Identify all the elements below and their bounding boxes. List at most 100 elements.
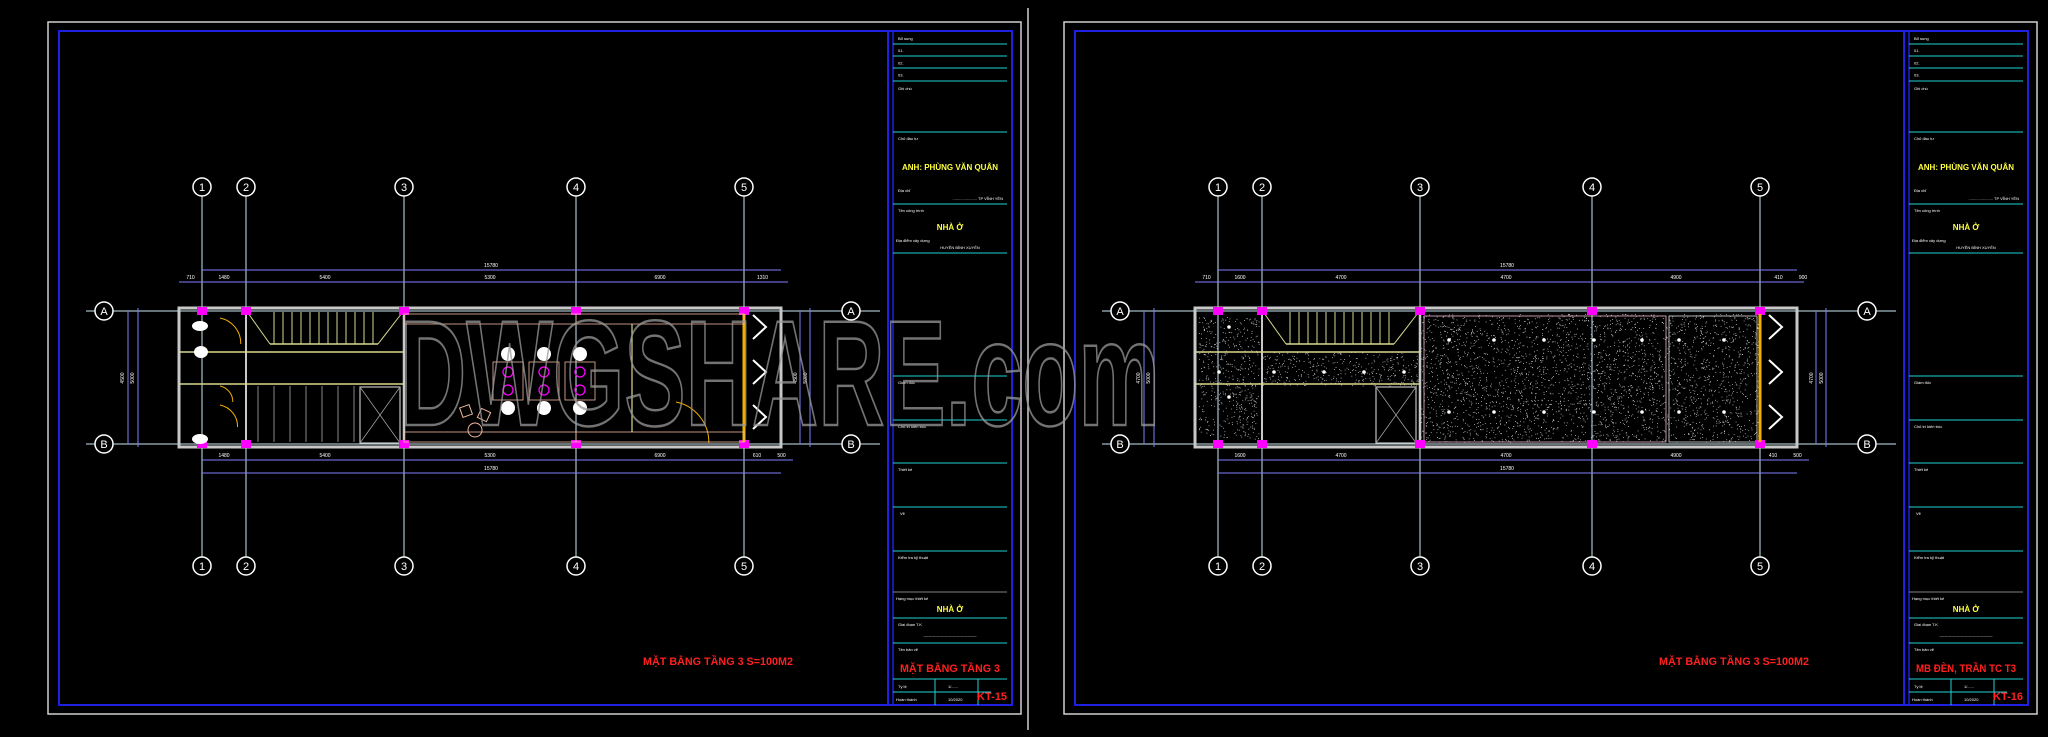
dim-bottom-value: 4900 bbox=[1670, 453, 1681, 459]
speckle-dot bbox=[1412, 381, 1414, 383]
speckle-dot bbox=[1745, 343, 1747, 345]
speckle-dot bbox=[1469, 386, 1471, 388]
speckle-dot bbox=[1245, 385, 1247, 387]
speckle-dot bbox=[1620, 322, 1622, 324]
speckle-dot bbox=[1223, 410, 1224, 412]
speckle-dot bbox=[1754, 391, 1756, 392]
axis-bubble-2 bbox=[236, 556, 256, 576]
speckle-dot bbox=[1247, 355, 1249, 357]
speckle-dot bbox=[1692, 434, 1693, 436]
speckle-dot bbox=[1751, 429, 1753, 431]
speckle-dot bbox=[1568, 334, 1570, 336]
speckle-dot bbox=[1423, 411, 1424, 413]
speckle-dot bbox=[1699, 335, 1701, 336]
speckle-dot bbox=[1660, 361, 1662, 363]
category-value: NHÀ Ở bbox=[937, 605, 964, 614]
speckle-dot bbox=[1468, 371, 1470, 373]
speckle-dot bbox=[1477, 422, 1479, 424]
speckle-dot bbox=[1540, 373, 1542, 375]
speckle-dot bbox=[1433, 393, 1434, 395]
speckle-dot bbox=[1546, 356, 1548, 358]
speckle-dot bbox=[1533, 400, 1535, 402]
speckle-dot bbox=[1597, 373, 1599, 375]
speckle-dot bbox=[1202, 350, 1204, 352]
speckle-dot bbox=[1518, 383, 1519, 385]
speckle-dot bbox=[1588, 406, 1590, 408]
speckle-dot bbox=[1754, 354, 1756, 356]
speckle-dot bbox=[1235, 387, 1237, 389]
axis-label: 5 bbox=[741, 182, 747, 194]
speckle-dot bbox=[1239, 322, 1241, 324]
speckle-dot bbox=[1574, 385, 1576, 387]
speckle-dot bbox=[1449, 436, 1451, 437]
speckle-dot bbox=[1435, 410, 1437, 412]
speckle-dot bbox=[1494, 395, 1496, 397]
speckle-dot bbox=[1558, 354, 1560, 356]
speckle-dot bbox=[1717, 436, 1718, 438]
speckle-dot bbox=[1722, 351, 1724, 353]
speckle-dot bbox=[1484, 423, 1486, 424]
speckle-dot bbox=[1694, 390, 1696, 392]
speckle-dot bbox=[1684, 358, 1686, 360]
speckle-dot bbox=[1253, 323, 1255, 325]
speckle-dot bbox=[1444, 413, 1446, 415]
speckle-dot bbox=[1417, 358, 1418, 360]
speckle-dot bbox=[1473, 345, 1475, 347]
speckle-dot bbox=[1599, 336, 1601, 337]
speckle-dot bbox=[1255, 423, 1257, 424]
speckle-dot bbox=[1240, 346, 1242, 347]
speckle-dot bbox=[1726, 400, 1728, 402]
speckle-dot bbox=[1506, 406, 1508, 408]
speckle-dot bbox=[1706, 360, 1708, 362]
speckle-dot bbox=[1564, 324, 1566, 326]
speckle-dot bbox=[1683, 425, 1685, 427]
speckle-dot bbox=[1594, 387, 1596, 389]
speckle-dot bbox=[1689, 379, 1691, 380]
speckle-dot bbox=[1661, 375, 1663, 377]
speckle-dot bbox=[1476, 393, 1478, 395]
speckle-dot bbox=[1204, 318, 1205, 319]
speckle-dot bbox=[1605, 424, 1606, 426]
speckle-dot bbox=[1452, 426, 1453, 428]
speckle-dot bbox=[1418, 380, 1419, 382]
staircase bbox=[247, 312, 403, 442]
axis-bubble-B bbox=[841, 434, 861, 454]
speckle-dot bbox=[1244, 350, 1246, 352]
structural-column bbox=[241, 440, 251, 448]
speckle-dot bbox=[1428, 440, 1430, 442]
speckle-dot bbox=[1379, 354, 1381, 356]
speckle-dot bbox=[1576, 407, 1578, 409]
speckle-dot bbox=[1582, 339, 1584, 341]
speckle-dot bbox=[1712, 417, 1714, 419]
speckle-dot bbox=[1307, 358, 1309, 360]
speckle-dot bbox=[1447, 390, 1448, 392]
speckle-dot bbox=[1435, 367, 1437, 369]
speckle-dot bbox=[1491, 401, 1493, 403]
speckle-dot bbox=[1644, 371, 1646, 372]
speckle-dot bbox=[1199, 358, 1200, 360]
speckle-dot bbox=[1652, 332, 1654, 334]
speckle-dot bbox=[1433, 345, 1435, 347]
axis-label: 3 bbox=[1417, 561, 1423, 573]
speckle-dot bbox=[1377, 356, 1379, 358]
speckle-dot bbox=[1387, 361, 1389, 363]
speckle-dot bbox=[1455, 417, 1456, 419]
speckle-dot bbox=[1424, 416, 1426, 418]
speckle-dot bbox=[1572, 386, 1574, 388]
speckle-dot bbox=[1543, 420, 1545, 422]
speckle-dot bbox=[1740, 413, 1742, 415]
speckle-dot bbox=[1325, 380, 1327, 381]
speckle-dot bbox=[1740, 382, 1742, 384]
speckle-dot bbox=[1672, 399, 1674, 401]
speckle-dot bbox=[1397, 362, 1399, 364]
speckle-dot bbox=[1691, 426, 1693, 428]
speckle-dot bbox=[1661, 366, 1663, 368]
speckle-dot bbox=[1701, 330, 1702, 332]
dim-bottom-value: 1480 bbox=[218, 453, 229, 459]
speckle-dot bbox=[1436, 355, 1438, 357]
speckle-dot bbox=[1710, 440, 1711, 442]
drawing-name-label: Tên bản vẽ bbox=[1914, 647, 1935, 652]
